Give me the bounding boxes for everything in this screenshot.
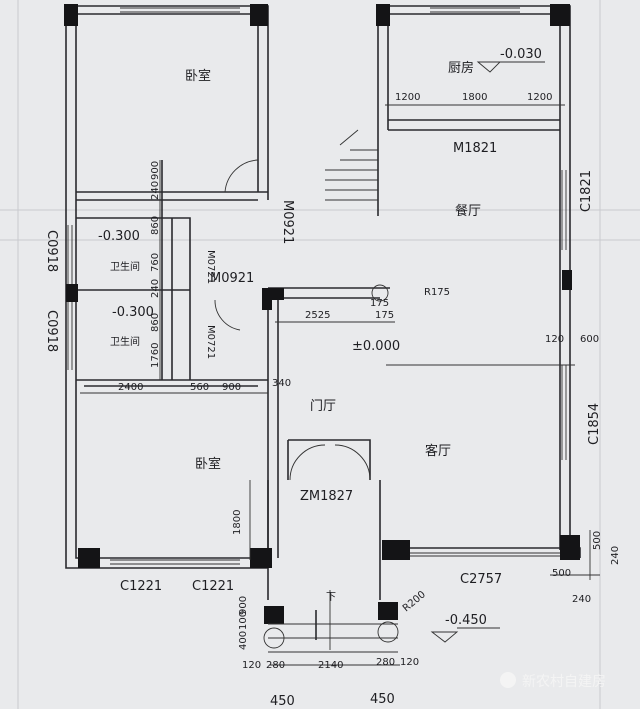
window-c2757: C2757 [460,572,502,587]
window-c1821: C1821 [579,170,594,212]
door-m0921-mid: M0921 [210,271,254,286]
dim-175b: 175 [375,310,394,321]
level-foyer: ±0.000 [352,339,400,354]
dim-v860b: 860 [150,313,161,332]
dim-s280a: 280 [266,660,285,671]
dim-s120b: 120 [400,657,419,668]
dim-1800: 1800 [232,510,243,535]
window-c0918-a: C0918 [44,230,59,272]
dim-l100: 100 [238,611,249,630]
door-m1821: M1821 [453,141,497,156]
level-bath-1: -0.300 [98,229,140,244]
window-c1854: C1854 [587,403,602,445]
dim-s450b: 450 [370,692,395,707]
dim-2400: 2400 [118,382,143,393]
stairs-down-label: 下 [326,592,336,603]
dim-2525: 2525 [305,310,330,321]
dim-s280b: 280 [376,657,395,668]
dim-s120a: 120 [242,660,261,671]
columns [64,4,580,624]
room-foyer: 门厅 [310,399,336,414]
dim-v760: 760 [150,253,161,272]
window-c1221-a: C1221 [120,579,162,594]
dim-r200: R200 [401,589,428,614]
walls [65,5,581,600]
dim-l400: 400 [238,631,249,650]
dimension-lines [80,104,600,666]
level-outside: -0.450 [445,613,487,628]
dim-900: 900 [222,382,241,393]
dim-s2140: 2140 [318,660,343,671]
dim-kitchen-1200b: 1200 [527,92,552,103]
dim-v860a: 860 [150,216,161,235]
dim-r500a: 500 [592,531,603,550]
room-bedroom-top: 卧室 [185,68,211,84]
door-m0721-b: M0721 [205,325,216,359]
dim-560: 560 [190,382,209,393]
room-living: 客厅 [425,443,451,459]
level-kitchen: -0.030 [500,47,542,62]
door-swings [214,159,389,481]
level-bath-2: -0.300 [112,305,154,320]
dim-l900: 900 [238,596,249,615]
room-kitchen: 厨房 [448,60,474,76]
dim-120: 120 [545,334,564,345]
room-bath-1: 卫生间 [110,260,140,273]
room-bath-2: 卫生间 [110,335,140,348]
door-m0921-top: M0921 [280,200,295,244]
door-m0721-a: M0721 [205,250,216,284]
dim-kitchen-1800: 1800 [462,92,487,103]
dim-v240b: 240 [150,279,161,298]
watermark-text: 新农村自建房 [522,674,606,690]
door-zm1827: ZM1827 [300,489,353,504]
dim-kitchen-1200a: 1200 [395,92,420,103]
dim-v900: 900 [150,161,161,180]
entry-steps [263,590,399,653]
dim-s450a: 450 [270,694,295,709]
window-c1221-b: C1221 [192,579,234,594]
dim-600: 600 [580,334,599,345]
dim-r500b: 500 [552,568,571,579]
level-markers [430,61,545,643]
dim-v1760: 1760 [150,343,161,368]
stair-up [325,129,378,201]
wechat-icon [500,672,516,688]
window-c0918-b: C0918 [44,310,59,352]
dim-r240b: 240 [572,594,591,605]
dim-v240a: 240 [150,181,161,200]
dim-r240a: 240 [610,546,621,565]
room-dining: 餐厅 [455,203,481,219]
room-bedroom-bottom: 卧室 [195,456,221,472]
dim-175a: 175 [370,298,389,309]
watermark: 新农村自建房 [500,672,606,690]
dim-340: 340 [272,378,291,389]
dim-r175: R175 [424,287,450,298]
